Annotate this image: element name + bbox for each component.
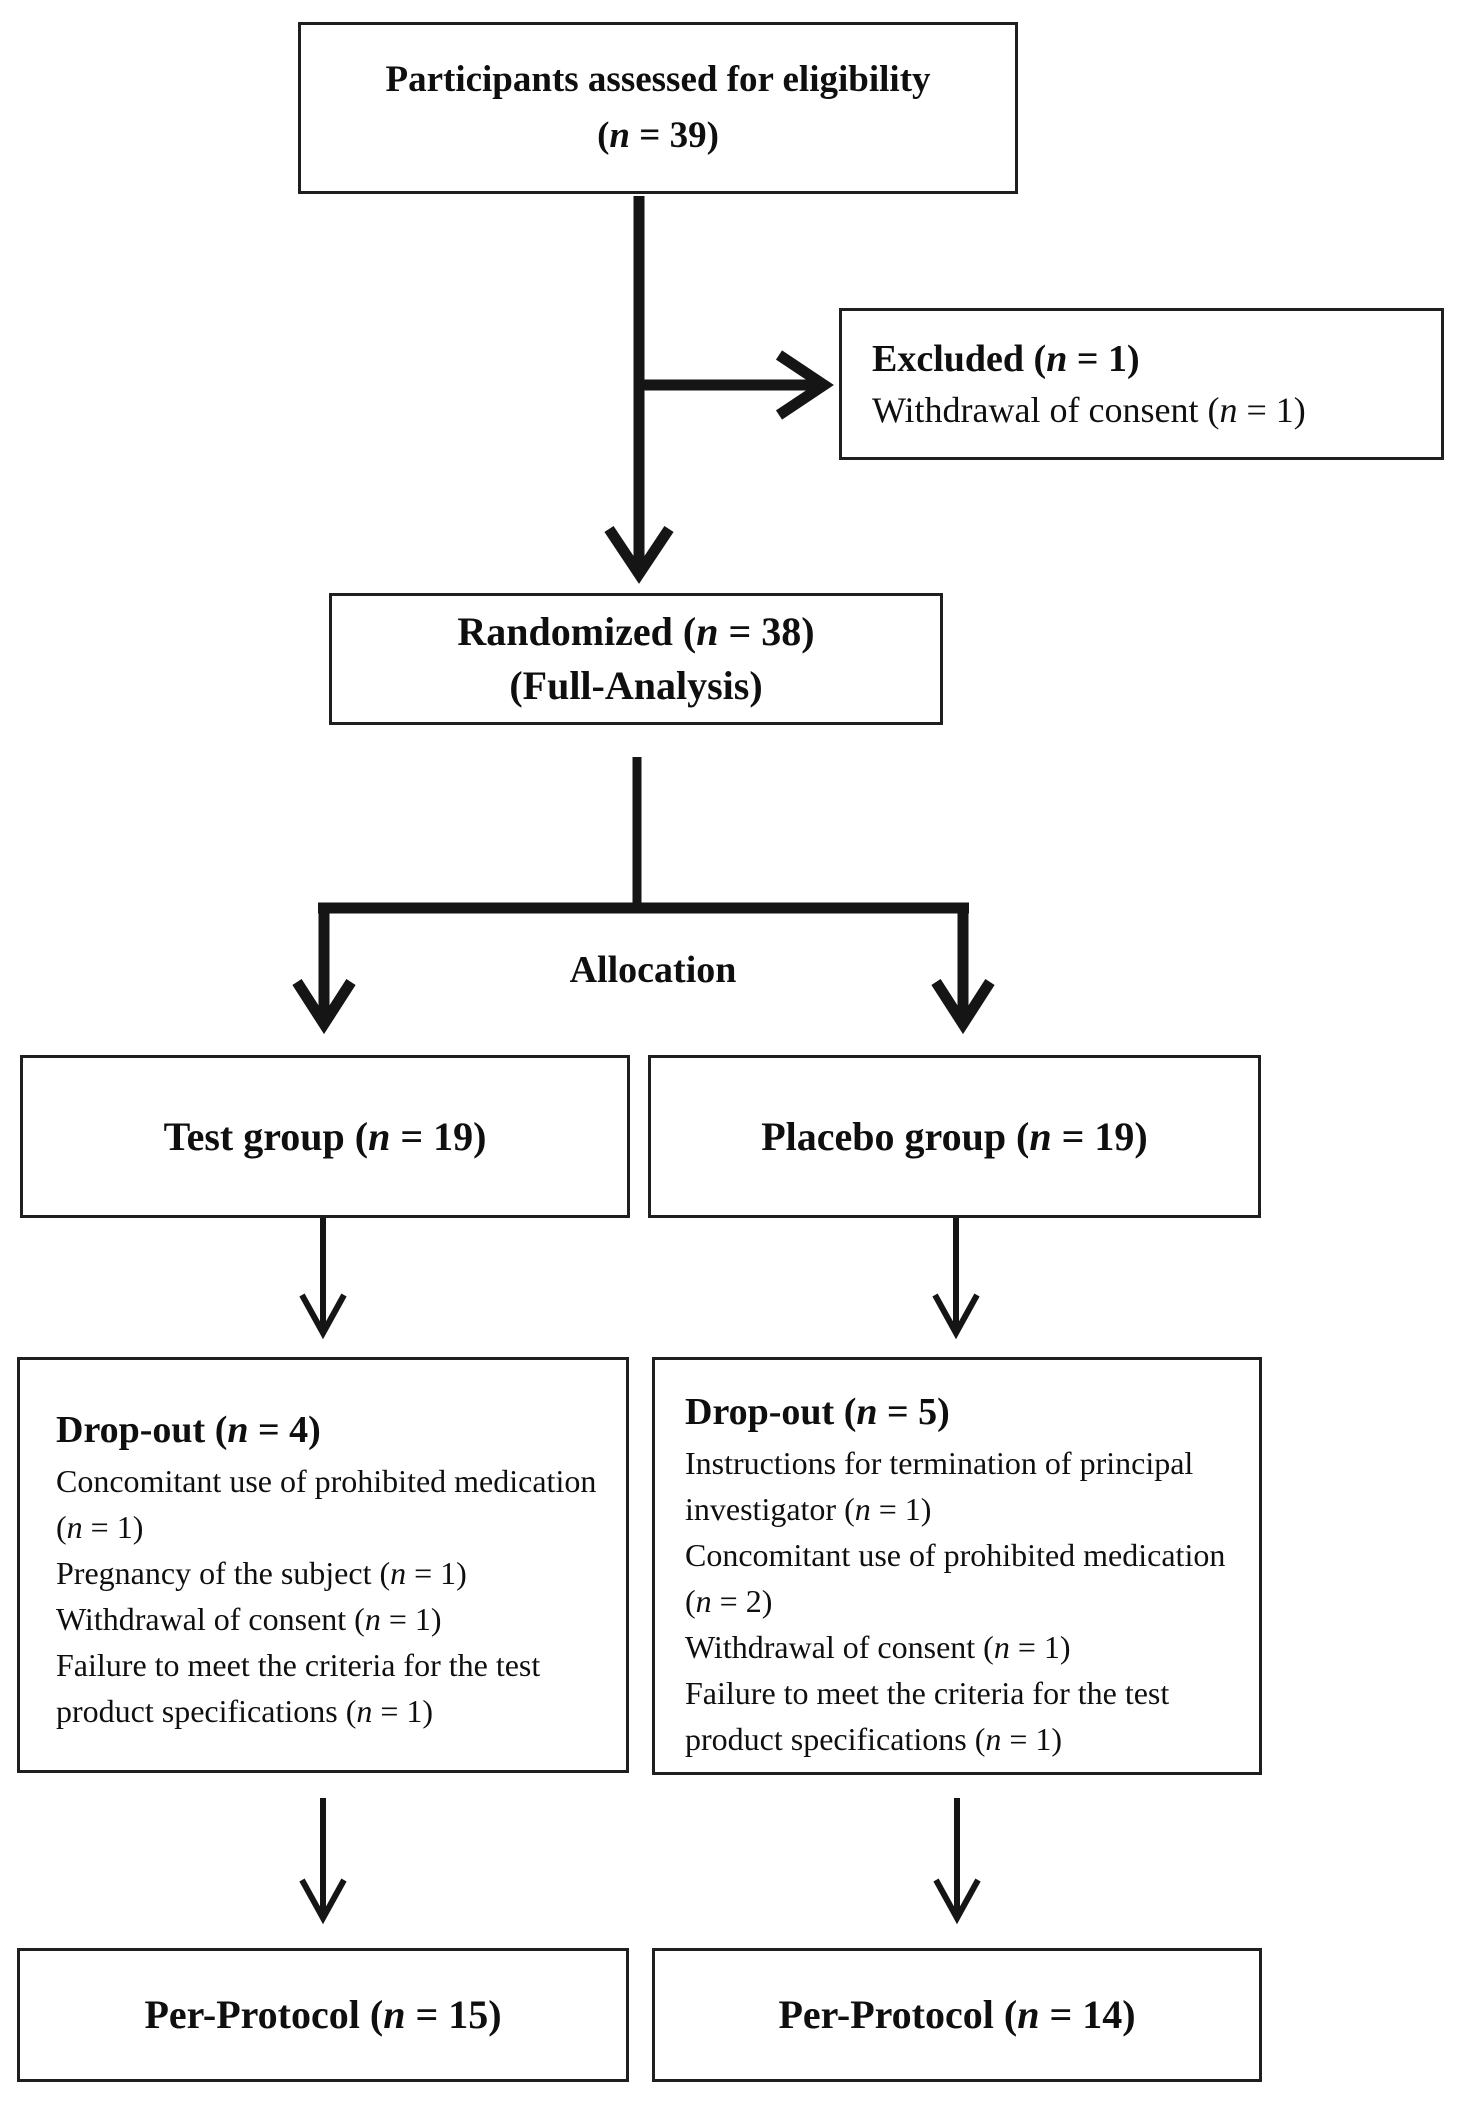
dropout-test-reason: Pregnancy of the subject (n = 1) xyxy=(56,1555,467,1591)
dropout-placebo-reason: Instructions for termination of principa… xyxy=(685,1445,1194,1527)
arrow-test-to-dropout xyxy=(299,1209,347,1340)
per-protocol-test-title: Per-Protocol (n = 15) xyxy=(144,1992,502,2037)
dropout-test-reason: Concomitant use of prohibited medication… xyxy=(56,1463,597,1545)
dropout-placebo-reason: Failure to meet the criteria for the tes… xyxy=(685,1675,1170,1757)
arrow-eligibility-to-randomized xyxy=(604,196,674,584)
arrow-to-excluded xyxy=(644,350,834,420)
placebo-group-box: Placebo group (n = 19) xyxy=(648,1055,1261,1218)
excluded-title: Excluded (n = 1) xyxy=(872,338,1140,380)
dropout-placebo-reason: Withdrawal of consent (n = 1) xyxy=(685,1629,1071,1665)
per-protocol-test-box: Per-Protocol (n = 15) xyxy=(17,1948,629,2082)
excluded-reason: Withdrawal of consent (n = 1) xyxy=(872,390,1306,430)
placebo-group-title: Placebo group (n = 19) xyxy=(761,1113,1148,1159)
test-group-box: Test group (n = 19) xyxy=(20,1055,630,1218)
randomized-line1: Randomized (n = 38) xyxy=(457,609,815,654)
dropout-test-box: Drop-out (n = 4) Concomitant use of proh… xyxy=(17,1357,629,1773)
arrow-dropout-to-perprotocol-right xyxy=(933,1798,981,1925)
randomized-line2: (Full-Analysis) xyxy=(509,663,763,708)
eligibility-line1: Participants assessed for eligibility xyxy=(385,59,931,100)
dropout-placebo-reason: Concomitant use of prohibited medication… xyxy=(685,1537,1226,1619)
allocation-branch-lines xyxy=(318,757,969,914)
per-protocol-placebo-title: Per-Protocol (n = 14) xyxy=(778,1992,1136,2037)
test-group-title: Test group (n = 19) xyxy=(163,1113,487,1159)
eligibility-box: Participants assessed for eligibility (n… xyxy=(298,22,1018,194)
dropout-placebo-box: Drop-out (n = 5) Instructions for termin… xyxy=(652,1357,1262,1775)
dropout-test-reason: Failure to meet the criteria for the tes… xyxy=(56,1647,541,1729)
dropout-test-reason: Withdrawal of consent (n = 1) xyxy=(56,1601,442,1637)
per-protocol-placebo-box: Per-Protocol (n = 14) xyxy=(652,1948,1262,2082)
dropout-placebo-title: Drop-out (n = 5) xyxy=(685,1391,950,1433)
arrow-branch-left xyxy=(292,903,356,1035)
excluded-box: Excluded (n = 1) Withdrawal of consent (… xyxy=(839,308,1444,460)
allocation-label: Allocation xyxy=(569,949,737,991)
arrow-branch-right xyxy=(931,903,995,1035)
eligibility-line2: (n = 39) xyxy=(597,115,719,156)
randomized-box: Randomized (n = 38) (Full-Analysis) xyxy=(329,593,943,725)
arrow-dropout-to-perprotocol-left xyxy=(299,1798,347,1925)
arrow-placebo-to-dropout xyxy=(932,1209,980,1340)
dropout-test-title: Drop-out (n = 4) xyxy=(56,1409,321,1451)
